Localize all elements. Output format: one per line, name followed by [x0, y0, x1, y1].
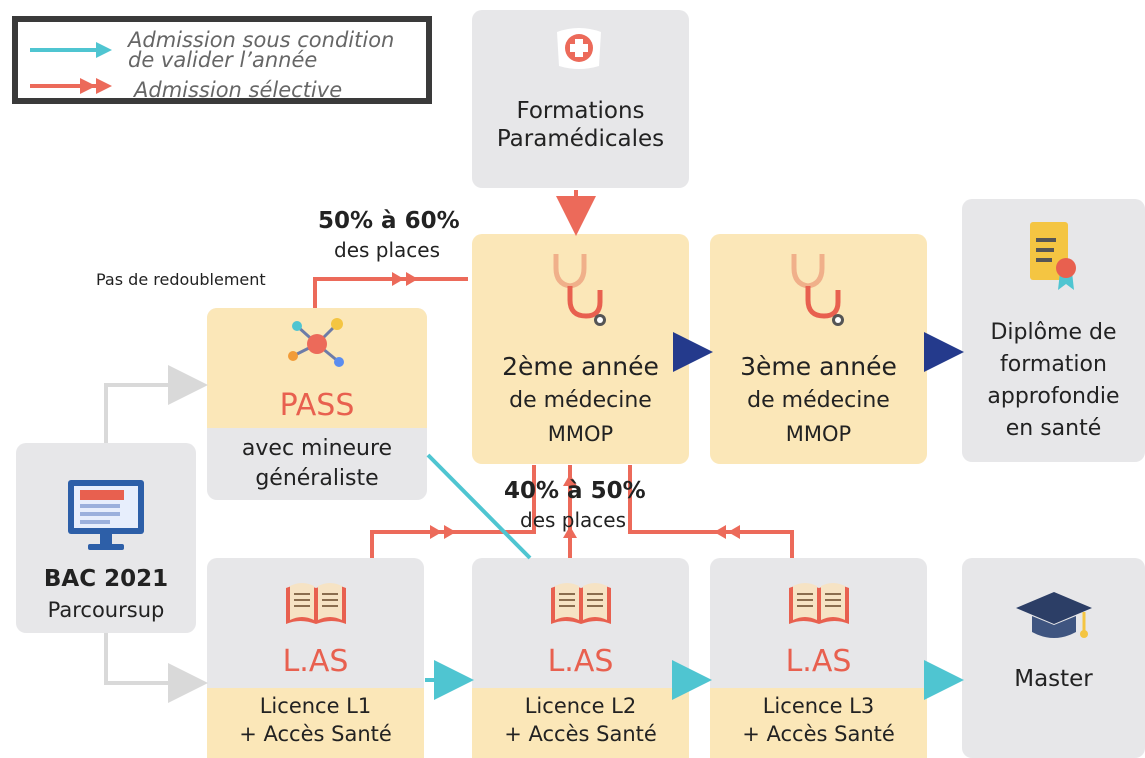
bac-subtitle: Parcoursup — [47, 598, 165, 622]
las-route-sub: des places — [520, 508, 627, 532]
graduation-cap-icon — [1016, 592, 1092, 638]
bac-to-pass-connector — [104, 365, 208, 443]
las1-line-1: Licence L1 — [259, 694, 372, 718]
pass-title: PASS — [279, 388, 355, 423]
pass-line-2: généraliste — [255, 466, 379, 491]
pass-route-pct: 50% à 60% — [318, 208, 460, 234]
med2-title: 2ème année — [502, 352, 659, 381]
pass-header — [207, 308, 427, 428]
diploma-line-1: Diplôme de — [990, 320, 1117, 345]
las3-to-med2-arrow — [628, 465, 794, 558]
stethoscope-icon — [791, 254, 844, 326]
las2-line-2: + Accès Santé — [504, 722, 657, 746]
med3-box — [710, 234, 927, 464]
med3-title: 3ème année — [740, 352, 897, 381]
las3-line-1: Licence L3 — [762, 694, 875, 718]
bac-to-las1-connector — [104, 633, 208, 703]
bac-title: BAC 2021 — [43, 566, 169, 592]
diploma-line-2: formation — [1000, 352, 1107, 377]
computer-icon — [68, 480, 144, 550]
pass-line-1: avec mineure — [241, 436, 393, 461]
paramedical-title-2: Paramédicales — [496, 126, 665, 152]
med3-code: MMOP — [785, 422, 852, 446]
legend-arrows — [30, 42, 112, 94]
pass-route-sub: des places — [334, 238, 441, 262]
las1-line-2: + Accès Santé — [239, 722, 392, 746]
diploma-icon — [1030, 222, 1076, 290]
legend: Admission sous condition de valider l’an… — [12, 16, 432, 104]
book-icon — [551, 583, 611, 624]
master-label: Master — [1014, 666, 1093, 692]
diploma-line-3: approfondie — [987, 384, 1120, 409]
book-icon — [789, 583, 849, 624]
book-icon — [286, 583, 346, 624]
pass-to-med2-arrow — [313, 277, 468, 308]
pass-route-label: Pas de redoublement — [96, 270, 266, 289]
pass-to-las2-arrow — [426, 453, 532, 560]
las2-title: L.AS — [547, 644, 614, 679]
las3-line-2: + Accès Santé — [742, 722, 895, 746]
las2-line-1: Licence L2 — [524, 694, 637, 718]
legend-text-3: Admission sélective — [134, 78, 343, 102]
med2-subtitle: de médecine — [509, 388, 652, 413]
med2-box — [472, 234, 689, 464]
med2-code: MMOP — [547, 422, 614, 446]
medical-cross-icon — [557, 28, 601, 69]
las1-title: L.AS — [282, 644, 349, 679]
master-box — [962, 558, 1145, 758]
molecule-icon — [288, 318, 344, 367]
stethoscope-icon — [553, 254, 606, 326]
las-route-pct: 40% à 50% — [504, 478, 646, 504]
med3-subtitle: de médecine — [747, 388, 890, 413]
paramedical-title-1: Formations — [516, 98, 645, 124]
legend-text-1: Admission sous condition — [128, 28, 395, 52]
las3-title: L.AS — [785, 644, 852, 679]
diploma-line-4: en santé — [1005, 416, 1102, 441]
legend-text-2: de valider l’année — [128, 48, 318, 72]
